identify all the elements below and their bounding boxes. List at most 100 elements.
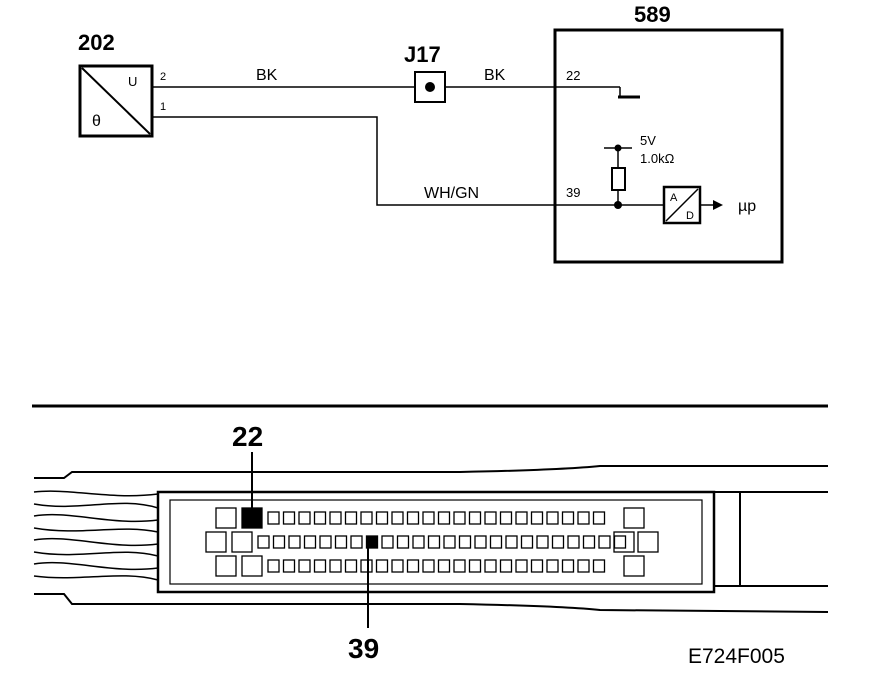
- pin-cavity: [484, 559, 497, 573]
- pin-cavity: [272, 535, 286, 549]
- pin-cavity: [468, 559, 482, 573]
- ecu-box: [553, 28, 784, 264]
- pin-cavity: [257, 535, 270, 549]
- pin-cavity: [319, 535, 332, 549]
- pin-cavity: [360, 511, 373, 525]
- ecu-connector: [33, 465, 829, 613]
- pin-cavity: [344, 511, 358, 525]
- pin-cavity: [551, 535, 565, 549]
- pin-cavity-large: [623, 507, 645, 529]
- pin-cavity: [313, 511, 327, 525]
- pin-cavity-large: [231, 531, 253, 553]
- pin-cavity: [427, 535, 441, 549]
- adc-a-label: A: [670, 192, 678, 204]
- pin-cavity: [396, 535, 410, 549]
- pin-cavity: [282, 559, 296, 573]
- harness-wires: [33, 490, 159, 581]
- wire-label-bk-right: BK: [484, 67, 506, 84]
- pin-cavity: [313, 559, 327, 573]
- pin-cavity: [505, 535, 518, 549]
- pin-cavity-22: [241, 507, 263, 529]
- harness-outline-bottom: [34, 593, 829, 613]
- pin-cavity: [453, 511, 466, 525]
- pin-cavity-large: [215, 507, 237, 529]
- pin-cavity: [515, 559, 528, 573]
- sensor-symbol-u: U: [128, 74, 137, 89]
- pin-cavity: [577, 511, 590, 525]
- junction-j17: J17: [404, 42, 446, 103]
- pin-cavity: [453, 559, 466, 573]
- pin-cavity: [267, 511, 280, 525]
- pin-cavity: [561, 559, 575, 573]
- figure-reference: E724F005: [688, 645, 785, 668]
- ecu-id-label: 589: [634, 2, 671, 27]
- pin-cavity: [303, 535, 317, 549]
- pin-cavity: [298, 559, 311, 573]
- pin-cavity: [360, 559, 373, 573]
- ecu-589: 589 22 39 5V 1.0kΩ A D µp: [553, 2, 784, 264]
- pin-cavity: [592, 559, 606, 573]
- pin-cavity-large: [637, 531, 659, 553]
- wires: [152, 86, 620, 206]
- sensor-box: [78, 64, 154, 138]
- connector-inner-frame: [169, 499, 703, 585]
- connector-pin-grid: [205, 507, 659, 577]
- pin-cavity-large: [215, 555, 237, 577]
- harness-outline-top: [34, 465, 828, 479]
- pin-cavity: [282, 511, 296, 525]
- pin-cavity: [613, 535, 627, 549]
- pin-cavity: [288, 535, 301, 549]
- sensor-pin-1-label: 1: [160, 101, 166, 113]
- junction-id-label: J17: [404, 42, 441, 67]
- pin-cavity: [577, 559, 590, 573]
- pin-cavity: [391, 511, 404, 525]
- pullup-resistor: [611, 167, 626, 191]
- pin-cavity: [406, 511, 420, 525]
- pin-cavity: [422, 511, 435, 525]
- adc-diagonal: [665, 188, 699, 222]
- pin-cavity: [329, 511, 342, 525]
- pin-cavity: [350, 535, 363, 549]
- pin-cavity: [598, 535, 611, 549]
- pin-cavity: [536, 535, 549, 549]
- callout-pin-22: 22: [232, 421, 263, 452]
- pin-cavity: [412, 535, 425, 549]
- resistor-value-label: 1.0kΩ: [640, 151, 675, 166]
- pin-cavity-large: [241, 555, 263, 577]
- pin-cavity: [530, 511, 544, 525]
- pin-cavity: [443, 535, 456, 549]
- wire-label-wh-gn: WH/GN: [424, 185, 479, 202]
- ecu-pin-22-label: 22: [566, 68, 580, 83]
- pin-cavity: [437, 559, 451, 573]
- pin-cavity: [381, 535, 394, 549]
- wire-wh-gn: [152, 116, 618, 206]
- connector-latch: [714, 491, 741, 587]
- sensor-diagonal: [81, 67, 151, 135]
- junction-dot: [425, 82, 435, 92]
- sensor-symbol-theta: θ: [92, 113, 101, 130]
- pin-cavity: [520, 535, 534, 549]
- pin-cavity: [499, 559, 513, 573]
- pin-cavity: [489, 535, 503, 549]
- pin-cavity: [567, 535, 580, 549]
- pin-cavity: [391, 559, 404, 573]
- pin-cavity: [334, 535, 348, 549]
- pin-cavity: [458, 535, 472, 549]
- pin-cavity-39: [365, 535, 379, 549]
- sensor-pin-2-label: 2: [160, 71, 166, 83]
- pin-cavity: [484, 511, 497, 525]
- pin-cavity: [267, 559, 280, 573]
- pin-cavity: [474, 535, 487, 549]
- pin-cavity-large: [205, 531, 227, 553]
- sensor-202: 202 U θ 2 1: [78, 30, 166, 138]
- pin-cavity: [592, 511, 606, 525]
- supply-voltage-label: 5V: [640, 133, 656, 148]
- pin-cavity: [515, 511, 528, 525]
- pin-cavity: [499, 511, 513, 525]
- pin-cavity: [546, 559, 559, 573]
- pin-cavity: [298, 511, 311, 525]
- pin-cavity: [530, 559, 544, 573]
- ecu-pin-39-label: 39: [566, 185, 580, 200]
- adc-d-label: D: [686, 210, 694, 222]
